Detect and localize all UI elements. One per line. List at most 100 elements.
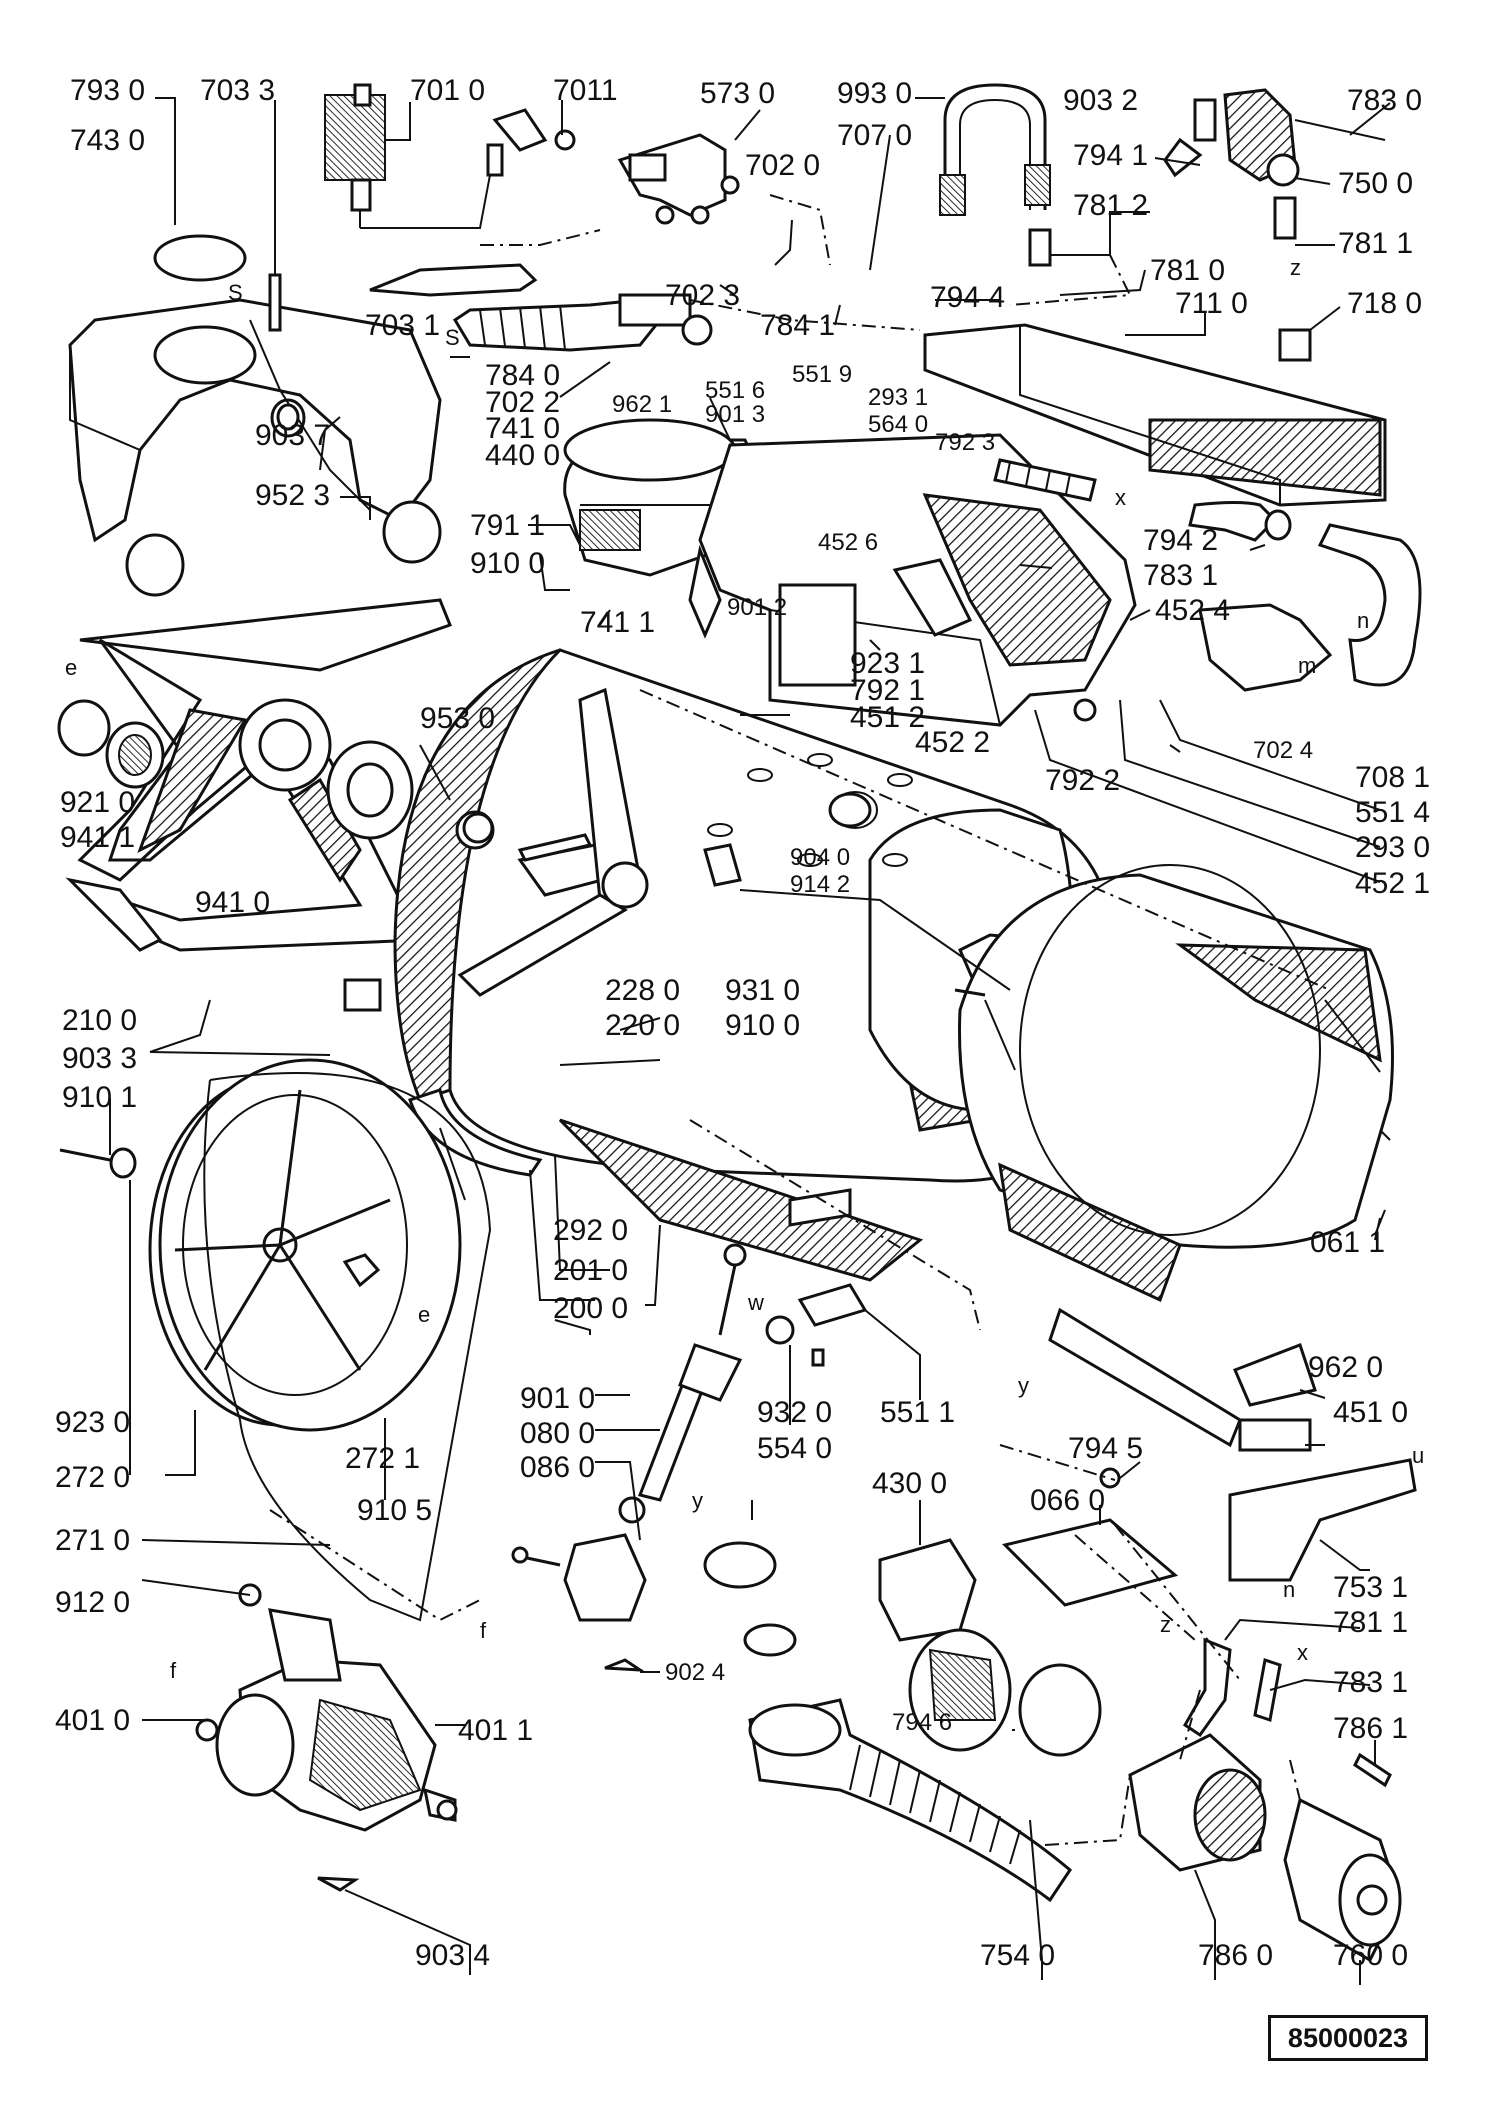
label-707-0: 707 0 [837, 119, 912, 152]
label-901-3: 901 3 [705, 401, 765, 428]
label-430-0: 430 0 [872, 1467, 947, 1500]
label-564-0: 564 0 [868, 411, 928, 438]
label-910-1: 910 1 [62, 1081, 137, 1114]
bearing-large-part [326, 740, 414, 840]
label-272-0: 272 0 [55, 1461, 130, 1494]
motor-clip-part [317, 1876, 360, 1892]
letter-m: m [1298, 653, 1316, 678]
label-931-0: 931 0 [725, 974, 800, 1007]
letter-u: u [1412, 1443, 1424, 1468]
label-903-4: 903 4 [415, 1939, 490, 1972]
dispenser-drawer-part [923, 323, 1387, 507]
label-701-0: 701 0 [410, 74, 485, 107]
label-452-2: 452 2 [915, 726, 990, 759]
letter-w: w [747, 1290, 764, 1315]
letter-z-lower: z [1160, 1612, 1171, 1637]
label-786-0: 786 0 [1198, 1939, 1273, 1972]
letter-e-spider: e [65, 655, 77, 680]
label-741-0: 741 0 [485, 412, 560, 445]
diagram-reference-code: 85000023 [1268, 2015, 1428, 2061]
label-794-6: 794 6 [892, 1709, 952, 1736]
drum-shaft-part [517, 833, 593, 862]
label-718-0: 718 0 [1347, 287, 1422, 320]
label-292-0: 292 0 [553, 1214, 628, 1247]
pin-932-part [811, 1348, 825, 1367]
label-228-0: 228 0 [605, 974, 680, 1007]
shock-absorber-part [618, 1243, 747, 1524]
sump-hose-part [703, 1541, 1072, 1903]
label-754-0: 754 0 [980, 1939, 1055, 1972]
motor-part [195, 1583, 458, 1832]
mount-bracket-part [563, 1533, 647, 1622]
label-786-1: 786 1 [1333, 1712, 1408, 1745]
label-941-0: 941 0 [195, 886, 270, 919]
label-781-1-lower: 781 1 [1333, 1606, 1408, 1639]
label-451-2: 451 2 [850, 701, 925, 734]
label-573-0: 573 0 [700, 77, 775, 110]
label-793-0: 793 0 [70, 74, 145, 107]
tub-and-drum-part [393, 648, 1394, 1303]
heater-nut-part [1099, 1467, 1121, 1489]
letter-x-lower: x [1297, 1640, 1308, 1665]
letter-f-motor: f [170, 1658, 177, 1683]
label-910-0-top: 910 0 [470, 547, 545, 580]
letter-n-hose: n [1357, 608, 1369, 633]
bracket-part [703, 843, 742, 887]
label-201-0: 201 0 [553, 1254, 628, 1287]
label-452-1: 452 1 [1355, 867, 1430, 900]
letter-z-top: z [1290, 255, 1301, 280]
label-914-2: 914 2 [790, 871, 850, 898]
label-080-0: 080 0 [520, 1417, 595, 1450]
label-962-0: 962 0 [1308, 1351, 1383, 1384]
support-bracket-part [1228, 1458, 1417, 1582]
label-781-1: 781 1 [1338, 227, 1413, 260]
label-784-0: 784 0 [485, 359, 560, 392]
latch-part [797, 1283, 868, 1327]
inlet-hoses-part [369, 263, 713, 352]
label-452-4: 452 4 [1155, 594, 1230, 627]
letter-n-bracket: n [1283, 1577, 1295, 1602]
label-551-4: 551 4 [1355, 796, 1430, 829]
label-703-1: 703 1 [365, 309, 440, 342]
small-ring-part [276, 403, 300, 431]
label-794-4: 794 4 [930, 281, 1005, 314]
letter-f-belt: f [480, 1618, 487, 1643]
label-551-6: 551 6 [705, 377, 765, 404]
label-910-0-mid: 910 0 [725, 1009, 800, 1042]
label-794-5: 794 5 [1068, 1432, 1143, 1465]
label-554-0: 554 0 [757, 1432, 832, 1465]
tub-cover-part [698, 433, 1137, 727]
label-711-0: 711 0 [1175, 287, 1248, 320]
label-781-2: 781 2 [1073, 189, 1148, 222]
part-number-labels: 793 0 703 3 701 0 7011 573 0 993 0 707 0… [55, 74, 1430, 1972]
label-7011: 7011 [553, 74, 618, 107]
letter-x-top: x [1115, 485, 1126, 510]
label-903-3: 903 3 [62, 1042, 137, 1075]
drawer-clip-part [1278, 328, 1312, 362]
screw-part [954, 988, 986, 997]
label-792-3: 792 3 [935, 429, 995, 456]
label-792-1: 792 1 [850, 674, 925, 707]
label-784-1: 784 1 [760, 309, 835, 342]
label-200-0: 200 0 [553, 1292, 628, 1325]
mount-screw-part [511, 1546, 561, 1567]
label-551-1: 551 1 [880, 1396, 955, 1429]
letter-e-pulley: e [418, 1302, 430, 1327]
bearing-small-part [105, 721, 165, 789]
label-451-0: 451 0 [1333, 1396, 1408, 1429]
letter-y-hose: y [692, 1488, 703, 1513]
label-086-0: 086 0 [520, 1451, 595, 1484]
damper-pad-part [1002, 1518, 1179, 1607]
label-794-1: 794 1 [1073, 139, 1148, 172]
label-293-1: 293 1 [868, 384, 928, 411]
label-794-2: 794 2 [1143, 524, 1218, 557]
seal-ring-part [153, 234, 247, 282]
heater-cover-part [1233, 1343, 1317, 1407]
leader-lines [109, 97, 1391, 1985]
label-902-4: 902 4 [665, 1659, 725, 1686]
letter-y-tub: y [1018, 1373, 1029, 1398]
vent-hose-part [1253, 1658, 1282, 1722]
label-708-1: 708 1 [1355, 761, 1430, 794]
